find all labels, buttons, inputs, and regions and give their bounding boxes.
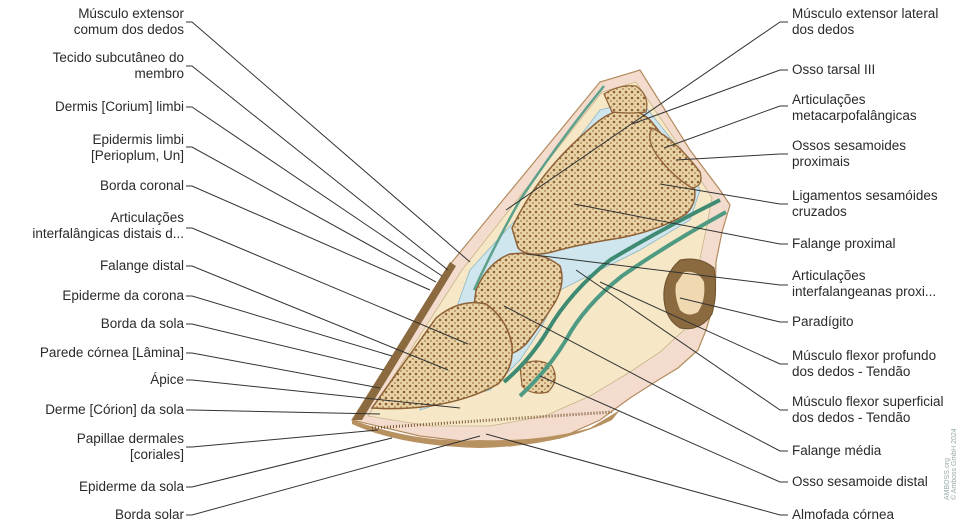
label-line: Tecido subcutâneo do xyxy=(53,50,184,66)
label-line: Ápice xyxy=(150,372,184,388)
label-papillae-dermales: Papillae dermales [coriales] xyxy=(77,431,184,463)
label-articulacoes-interfalangeanas-proximais: Articulações interfalangeanas proxi... xyxy=(792,268,936,300)
label-line: interfalangeanas proxi... xyxy=(792,284,936,300)
label-line: Músculo extensor lateral xyxy=(792,6,938,22)
label-line: Ossos sesamoides xyxy=(792,138,906,154)
label-line: Articulações xyxy=(792,92,917,108)
label-apice: Ápice xyxy=(150,372,184,388)
label-epidermis-limbi: Epidermis limbi [Perioplum, Un] xyxy=(91,132,184,164)
label-dermis-limbi: Dermis [Corium] limbi xyxy=(55,99,184,115)
label-line: Borda solar xyxy=(115,507,184,523)
label-musculo-extensor-comum: Músculo extensor comum dos dedos xyxy=(74,6,184,38)
label-line: membro xyxy=(53,66,184,82)
label-falange-media: Falange média xyxy=(792,443,881,459)
label-line: Parede córnea [Lâmina] xyxy=(40,345,184,361)
label-line: Paradígito xyxy=(792,314,854,330)
label-line: proximais xyxy=(792,154,906,170)
label-ligamentos-sesamoides-cruzados: Ligamentos sesamóides cruzados xyxy=(792,188,938,220)
hoof-section xyxy=(352,70,730,448)
label-borda-sola: Borda da sola xyxy=(101,316,184,332)
label-articulacoes-interfalangicas-distais: Articulações interfalângicas distais d..… xyxy=(32,210,184,242)
label-musculo-flexor-profundo: Músculo flexor profundo dos dedos - Tend… xyxy=(792,348,936,380)
label-line: Epiderme da corona xyxy=(62,288,184,304)
label-falange-proximal: Falange proximal xyxy=(792,236,896,252)
label-osso-tarsal-iii: Osso tarsal III xyxy=(792,62,875,78)
label-line: Dermis [Corium] limbi xyxy=(55,99,184,115)
label-line: cruzados xyxy=(792,204,938,220)
label-line: dos dedos - Tendão xyxy=(792,364,936,380)
label-line: Borda coronal xyxy=(100,178,184,194)
label-articulacoes-metacarpofalangicas: Articulações metacarpofalângicas xyxy=(792,92,917,124)
label-line: Papillae dermales xyxy=(77,431,184,447)
label-line: Derme [Córion] da sola xyxy=(45,402,184,418)
label-line: Músculo extensor xyxy=(74,6,184,22)
label-line: Almofada córnea xyxy=(792,507,894,523)
label-line: Articulações xyxy=(32,210,184,226)
label-line: Articulações xyxy=(792,268,936,284)
watermark-line: AMBOSS.org xyxy=(944,428,951,500)
label-line: Osso tarsal III xyxy=(792,62,875,78)
label-parede-cornea: Parede córnea [Lâmina] xyxy=(40,345,184,361)
label-line: [coriales] xyxy=(77,447,184,463)
label-epiderme-corona: Epiderme da corona xyxy=(62,288,184,304)
label-ossos-sesamoides-proximais: Ossos sesamoides proximais xyxy=(792,138,906,170)
label-line: metacarpofalângicas xyxy=(792,108,917,124)
label-musculo-flexor-superficial: Músculo flexor superficial dos dedos - T… xyxy=(792,394,944,426)
label-osso-sesamoide-distal: Osso sesamoide distal xyxy=(792,474,928,490)
label-epiderme-sola: Epiderme da sola xyxy=(79,479,184,495)
label-line: Ligamentos sesamóides xyxy=(792,188,938,204)
label-line: Osso sesamoide distal xyxy=(792,474,928,490)
label-line: Borda da sola xyxy=(101,316,184,332)
label-line: Falange distal xyxy=(100,258,184,274)
label-line: Epidermis limbi xyxy=(91,132,184,148)
label-line: Falange proximal xyxy=(792,236,896,252)
label-line: interfalângicas distais d... xyxy=(32,226,184,242)
label-line: Músculo flexor superficial xyxy=(792,394,944,410)
watermark-line: © Amboss GmbH 2024 xyxy=(951,428,958,500)
label-line: dos dedos xyxy=(792,22,938,38)
label-borda-coronal: Borda coronal xyxy=(100,178,184,194)
label-line: Epiderme da sola xyxy=(79,479,184,495)
label-line: Músculo flexor profundo xyxy=(792,348,936,364)
label-borda-solar: Borda solar xyxy=(115,507,184,523)
label-falange-distal: Falange distal xyxy=(100,258,184,274)
label-tecido-subcutaneo: Tecido subcutâneo do membro xyxy=(53,50,184,82)
label-line: dos dedos - Tendão xyxy=(792,410,944,426)
label-paradigito: Paradígito xyxy=(792,314,854,330)
watermark: AMBOSS.org © Amboss GmbH 2024 xyxy=(944,428,958,500)
label-line: comum dos dedos xyxy=(74,22,184,38)
label-derme-corion-sola: Derme [Córion] da sola xyxy=(45,402,184,418)
label-line: [Perioplum, Un] xyxy=(91,148,184,164)
label-musculo-extensor-lateral: Músculo extensor lateral dos dedos xyxy=(792,6,938,38)
label-almofada-cornea: Almofada córnea xyxy=(792,507,894,523)
label-line: Falange média xyxy=(792,443,881,459)
